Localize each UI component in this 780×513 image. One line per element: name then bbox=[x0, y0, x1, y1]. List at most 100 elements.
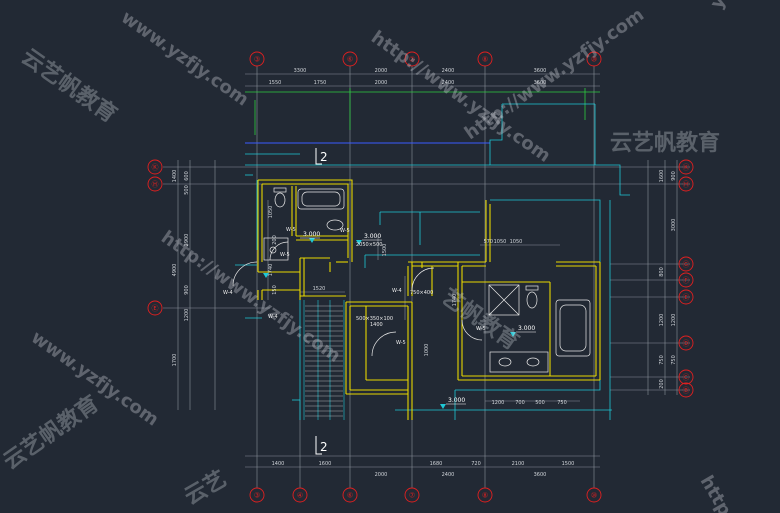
svg-text:Ⓔ: Ⓔ bbox=[683, 294, 690, 302]
bottom-dimensions: 1400 1600 1680 720 2100 1500 2000 2400 3… bbox=[272, 461, 575, 478]
dim-right-0: 1600 bbox=[659, 170, 665, 183]
dim-bot1-3: 720 bbox=[471, 461, 481, 467]
svg-text:Ⓕ: Ⓕ bbox=[683, 277, 690, 285]
axis-bubble-bottom-3: ⑦ bbox=[404, 487, 420, 503]
dim-int-3: 1050 bbox=[510, 239, 523, 245]
axis-bubble-bottom-1: ④ bbox=[292, 487, 308, 503]
dim-top2-4: 3600 bbox=[534, 80, 547, 86]
dim-top2-2: 2000 bbox=[375, 80, 388, 86]
interior-dimensions: 1050 570 1050 1520 1200 700 500 750 1740… bbox=[313, 239, 567, 406]
dim-int-8: 750 bbox=[557, 400, 567, 406]
bathtub-right bbox=[555, 299, 591, 357]
shower-left bbox=[263, 237, 289, 261]
dim-right-1: 900 bbox=[671, 171, 677, 181]
watermark-11: 云艺 bbox=[180, 466, 231, 511]
axis-bubble-right-4: Ⓔ bbox=[678, 289, 694, 305]
svg-text:⑥: ⑥ bbox=[347, 492, 353, 500]
svg-text:Ⓔ: Ⓔ bbox=[152, 305, 159, 313]
dim-left-7: 1200 bbox=[184, 309, 190, 322]
dim-right-4: 1200 bbox=[659, 314, 665, 327]
dim-bot1-2: 1680 bbox=[430, 461, 443, 467]
dim-left-10: 1050 bbox=[268, 206, 274, 219]
toilet-left bbox=[274, 192, 286, 208]
section-mark-top: 2 bbox=[320, 150, 328, 164]
walls bbox=[257, 179, 601, 420]
svg-text:Ⓚ: Ⓚ bbox=[152, 164, 159, 172]
dim-int-5: 1200 bbox=[492, 400, 505, 406]
watermark-6: http bbox=[696, 472, 736, 513]
dim-left-0: 1400 bbox=[172, 170, 178, 183]
watermark-8: 云艺帆教育 bbox=[610, 130, 720, 156]
svg-text:Ⓓ: Ⓓ bbox=[683, 340, 690, 348]
dim-left-2: 500 bbox=[184, 185, 190, 195]
level-markers bbox=[263, 238, 516, 409]
axis-bubble-right-7: Ⓑ bbox=[678, 382, 694, 398]
toilet-right bbox=[526, 291, 538, 309]
dim-bot1-1: 1600 bbox=[319, 461, 332, 467]
window-label-0: W-5 bbox=[286, 227, 296, 233]
watermark-7: 云艺帆教育 bbox=[17, 44, 122, 128]
watermark-5: yzfjy.com bbox=[706, 0, 772, 13]
axis-bubble-top-4: ⑩ bbox=[586, 51, 602, 67]
window-label-2: W-5 bbox=[340, 228, 350, 234]
section-marks: 2 2 bbox=[315, 148, 328, 455]
axis-bubble-right-1: Ⓗ bbox=[678, 176, 694, 192]
dim-top1-3: 3600 bbox=[534, 68, 547, 74]
svg-text:Ⓒ: Ⓒ bbox=[683, 374, 690, 382]
window-label-7: W-4 bbox=[392, 288, 402, 294]
window-size-1: 500×350×100 bbox=[356, 316, 393, 322]
door-swing-2 bbox=[411, 267, 435, 291]
window-labels: W-5 W-5 W-5 W-4 W-4 W-5 W-5 W-4 bbox=[223, 227, 486, 346]
svg-text:③: ③ bbox=[254, 492, 260, 500]
window-label-4: W-4 bbox=[268, 314, 278, 320]
dim-top1-0: 3300 bbox=[294, 68, 307, 74]
window-label-3: W-4 bbox=[223, 290, 233, 296]
dim-int-6: 700 bbox=[515, 400, 525, 406]
svg-text:Ⓗ: Ⓗ bbox=[152, 181, 159, 189]
watermark-2: http://www.yzfjy.com bbox=[157, 227, 344, 367]
dim-left-6: 900 bbox=[184, 285, 190, 295]
window-label-5: W-5 bbox=[396, 340, 406, 346]
level-label-1: 3.000 bbox=[364, 233, 381, 240]
watermark-10: 云艺帆教育 bbox=[0, 391, 104, 475]
level-label-0: 3.000 bbox=[303, 231, 320, 238]
svg-text:⑧: ⑧ bbox=[482, 492, 488, 500]
window-label-1: W-5 bbox=[280, 252, 290, 258]
axis-bubble-right-2: Ⓖ bbox=[678, 256, 694, 272]
dim-bot2-2: 3600 bbox=[534, 472, 547, 478]
dim-int-0: 1050 bbox=[494, 239, 507, 245]
dim-int-10: 1000 bbox=[424, 344, 430, 357]
dim-left-11: 1700 bbox=[172, 354, 178, 367]
svg-text:⑦: ⑦ bbox=[409, 56, 415, 64]
axis-bubble-right-3: Ⓕ bbox=[678, 272, 694, 288]
dim-bot2-1: 2400 bbox=[442, 472, 455, 478]
dim-int-2: 1740 bbox=[452, 294, 458, 307]
dim-int-4: 1520 bbox=[313, 286, 326, 292]
window-size-0: 2050×500 bbox=[356, 242, 382, 248]
svg-text:Ⓖ: Ⓖ bbox=[683, 261, 690, 269]
axis-bubble-right-6: Ⓒ bbox=[678, 369, 694, 385]
dim-bot1-5: 1500 bbox=[562, 461, 575, 467]
svg-text:Ⓑ: Ⓑ bbox=[683, 387, 690, 395]
outer-outline bbox=[235, 103, 630, 420]
dim-left-1: 600 bbox=[184, 171, 190, 181]
stair-treads bbox=[305, 305, 343, 417]
roof-outline bbox=[245, 88, 600, 135]
vanity-right bbox=[489, 351, 549, 373]
dim-right-6: 1200 bbox=[671, 314, 677, 327]
door-swing-3 bbox=[371, 331, 397, 357]
axis-bubble-top-3: ⑧ bbox=[477, 51, 493, 67]
svg-text:Ⓚ: Ⓚ bbox=[683, 164, 690, 172]
dim-top2-3: 2400 bbox=[442, 80, 455, 86]
svg-text:⑩: ⑩ bbox=[591, 492, 597, 500]
shower-right bbox=[488, 284, 520, 316]
axis-bubble-bottom-4: ⑧ bbox=[477, 487, 493, 503]
watermark-9: 艺帆教育 bbox=[437, 284, 524, 356]
dim-bot1-4: 2100 bbox=[512, 461, 525, 467]
dim-left-9: 200 bbox=[272, 235, 278, 245]
dim-right-3: 800 bbox=[659, 267, 665, 277]
watermark-0: www.yzfjy.com bbox=[117, 7, 252, 111]
axis-bubble-bottom-2: ⑥ bbox=[342, 487, 358, 503]
sink-left bbox=[326, 219, 344, 231]
